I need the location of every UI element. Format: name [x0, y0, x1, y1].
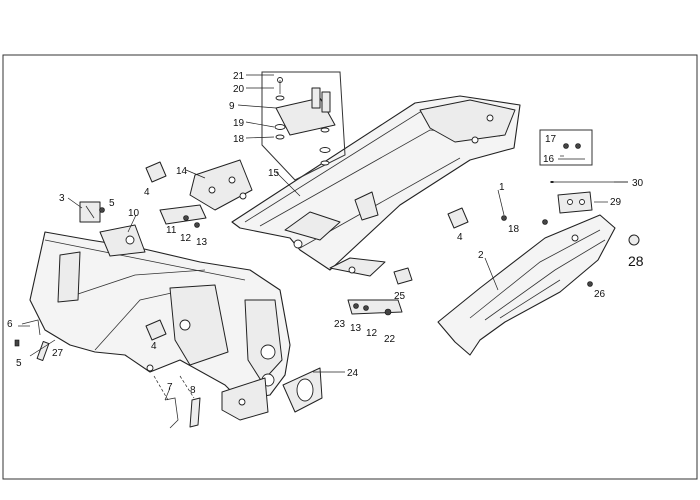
fastener-box-17	[539, 129, 593, 166]
bracket-assembly-part	[261, 71, 346, 181]
callout-21: 21	[233, 71, 245, 82]
bolt-5-upper	[99, 207, 105, 213]
lower-left-fasteners	[14, 319, 50, 361]
callout-18-upper: 18	[233, 134, 245, 145]
callout-12-lower: 12	[366, 328, 378, 339]
bolt-26	[587, 281, 593, 287]
callout-11: 11	[166, 225, 177, 236]
callout-10: 10	[128, 208, 140, 219]
rear-subframe-part	[231, 95, 521, 277]
callout-28: 28	[628, 253, 644, 269]
callout-22: 22	[384, 334, 396, 345]
grommet-left	[145, 319, 167, 341]
callout-19: 19	[233, 118, 245, 129]
callout-labels: 21 20 9 19 18 4 14 15 3 5 10 11 12 13 17…	[7, 71, 644, 396]
rear-fender-part	[437, 214, 616, 356]
callout-18-right: 18	[508, 224, 520, 235]
grommet-25	[393, 267, 413, 285]
callout-30: 30	[632, 178, 644, 189]
callout-13-upper: 13	[196, 237, 208, 248]
callout-6: 6	[7, 319, 13, 330]
mount-bolt-set-lower	[347, 299, 403, 316]
callout-12-upper: 12	[180, 233, 192, 244]
lower-mount-plate	[221, 377, 269, 421]
callout-14: 14	[176, 166, 188, 177]
strap-part-8	[189, 397, 201, 428]
callout-8: 8	[190, 385, 196, 396]
callout-1: 1	[499, 182, 505, 193]
callout-4-right: 4	[457, 232, 463, 243]
callout-26: 26	[594, 289, 606, 300]
callout-5-lower: 5	[16, 358, 22, 369]
bracket-part-29	[557, 191, 593, 214]
leader-lines	[18, 74, 628, 401]
cap-28	[628, 234, 640, 246]
callout-4-upper: 4	[144, 187, 150, 198]
callout-23: 23	[334, 319, 346, 330]
mount-bolt-set-upper	[159, 204, 207, 228]
callout-25: 25	[394, 291, 406, 302]
callout-7: 7	[167, 382, 173, 393]
callout-4-left: 4	[151, 341, 157, 352]
fastener-set-17	[558, 143, 585, 160]
callout-15: 15	[268, 168, 280, 179]
callout-2: 2	[478, 250, 484, 261]
callout-5-upper: 5	[109, 198, 115, 209]
callout-9: 9	[229, 101, 235, 112]
callout-27: 27	[52, 348, 64, 359]
cable-part-7	[164, 397, 179, 429]
bolt-1	[501, 215, 507, 221]
callout-13-lower: 13	[350, 323, 362, 334]
callout-3: 3	[59, 193, 65, 204]
main-frame-part	[29, 224, 291, 401]
side-bracket-part	[189, 159, 253, 211]
callout-24: 24	[347, 368, 359, 379]
callout-29: 29	[610, 197, 622, 208]
diagram-border	[2, 54, 698, 480]
grommet-right	[447, 207, 469, 229]
callout-20: 20	[233, 84, 245, 95]
bolt-18	[542, 219, 548, 225]
callout-16: 16	[543, 154, 555, 165]
callout-17: 17	[545, 134, 557, 145]
grommet-upper	[145, 161, 167, 183]
